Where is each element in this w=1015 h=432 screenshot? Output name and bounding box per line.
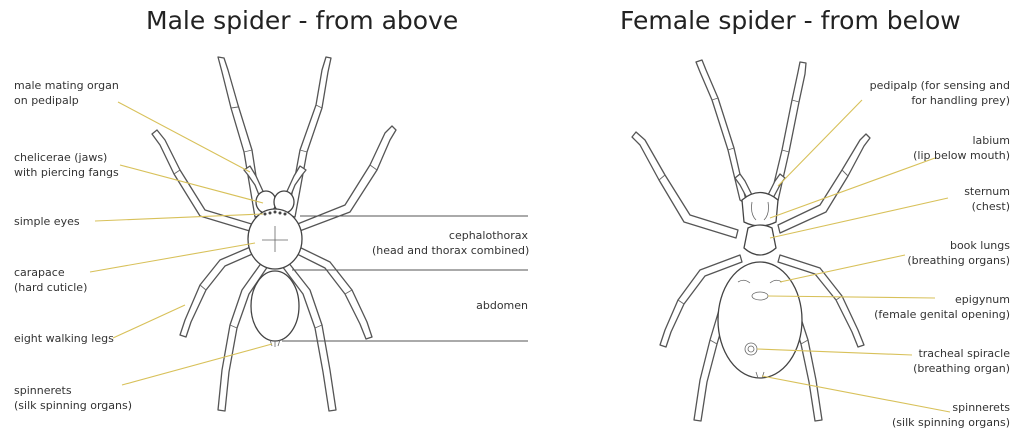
label-male-spinnerets: spinnerets (silk spinning organs) [14, 383, 132, 413]
female-abdomen [718, 262, 802, 378]
female-sternum [744, 225, 776, 255]
label-walking-legs: eight walking legs [14, 331, 114, 346]
label-book-lungs: book lungs (breathing organs) [880, 238, 1010, 268]
female-leg-2-left [632, 132, 738, 238]
label-chelicerae: chelicerae (jaws) with piercing fangs [14, 150, 119, 180]
male-abdomen [251, 271, 299, 341]
male-spider-drawing [152, 57, 396, 411]
label-simple-eyes: simple eyes [14, 214, 80, 229]
label-abdomen: abdomen [420, 298, 528, 313]
male-leg-1-right [288, 57, 331, 217]
label-tracheal-spiracle: tracheal spiracle (breathing organ) [880, 346, 1010, 376]
label-male-mating-organ: male mating organ on pedipalp [14, 78, 119, 108]
label-cephalothorax: cephalothorax (head and thorax combined) [372, 228, 528, 258]
female-chelicerae [742, 193, 778, 227]
label-sternum: sternum (chest) [900, 184, 1010, 214]
label-female-spinnerets: spinnerets (silk spinning organs) [870, 400, 1010, 430]
label-pedipalp: pedipalp (for sensing and for handling p… [850, 78, 1010, 108]
label-carapace: carapace (hard cuticle) [14, 265, 87, 295]
label-epigynum: epigynum (female genital opening) [860, 292, 1010, 322]
label-labium: labium (lip below mouth) [880, 133, 1010, 163]
female-spider-drawing [632, 60, 870, 421]
